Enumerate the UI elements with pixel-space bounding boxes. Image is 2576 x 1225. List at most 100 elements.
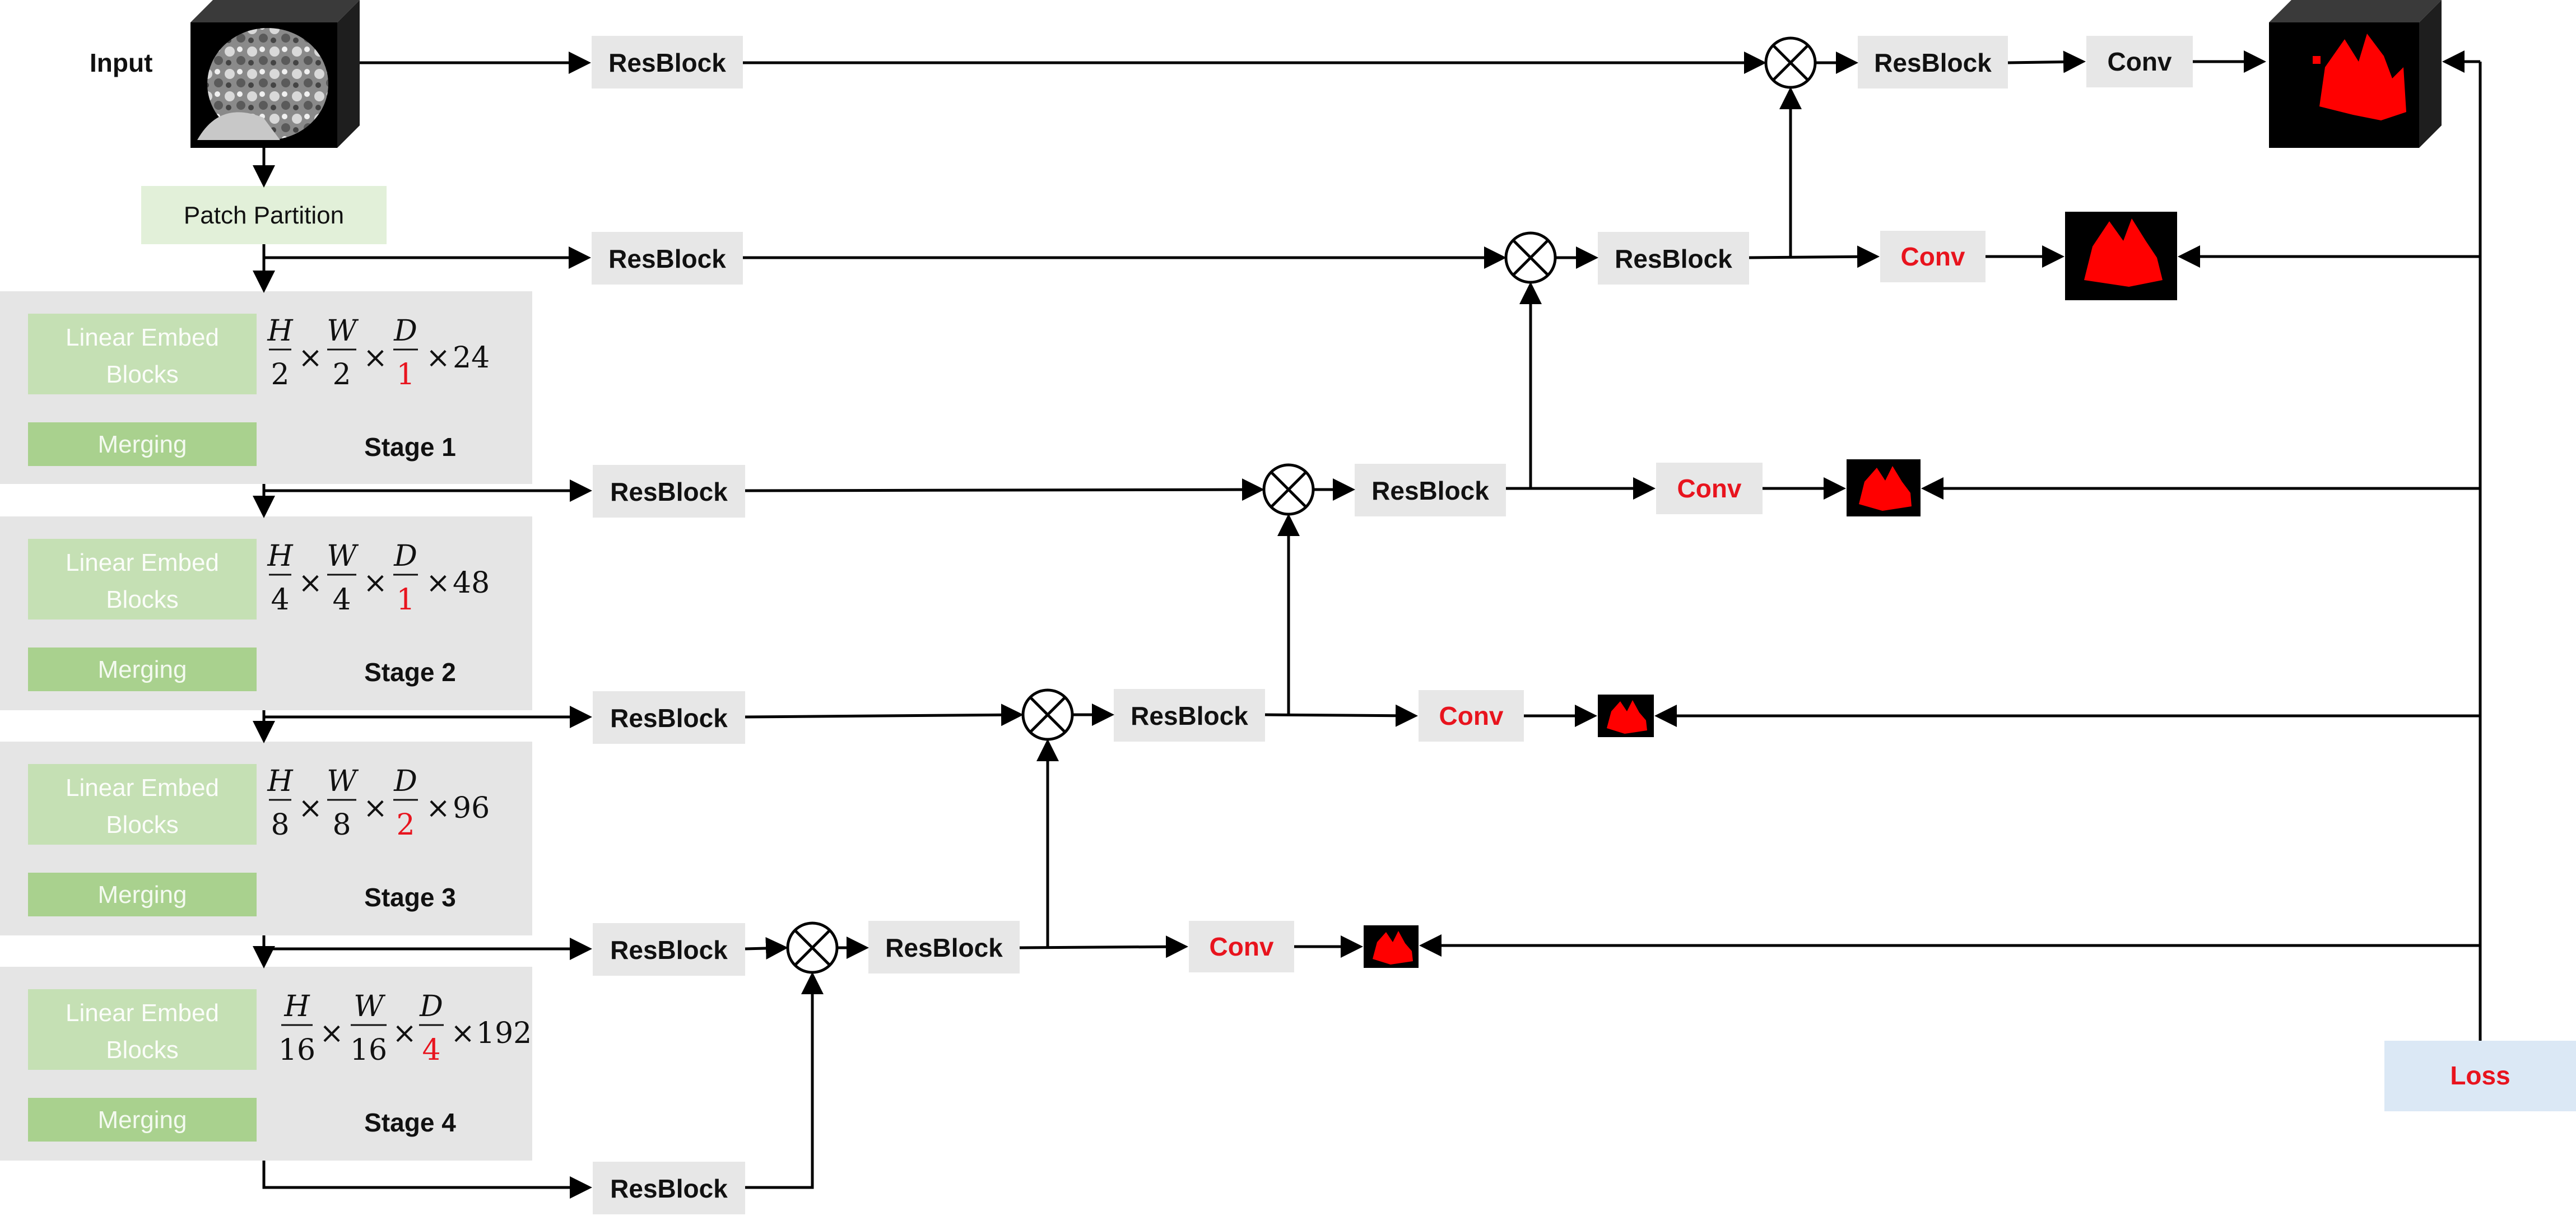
embed-label-line1: Linear Embed: [66, 324, 219, 351]
svg-text:96: 96: [453, 791, 490, 825]
embed-label-line1: Linear Embed: [66, 549, 219, 576]
stage-name: Stage 2: [364, 658, 456, 687]
svg-text:ResBlock: ResBlock: [610, 477, 728, 506]
svg-text:Conv: Conv: [1677, 474, 1742, 503]
multiply-node-3: [1021, 688, 1074, 741]
merging-block: [28, 1098, 257, 1142]
merging-label: Merging: [98, 656, 187, 683]
svg-text:×: ×: [450, 1017, 475, 1050]
loss-label: Loss: [2450, 1061, 2510, 1090]
svg-text:ResBlock: ResBlock: [1874, 48, 1992, 77]
stage-4: Linear Embed Blocks Merging Stage 4 H 16…: [0, 967, 532, 1161]
svg-text:W: W: [327, 765, 359, 798]
conv-deep-supervision-4: Conv: [1189, 921, 1294, 972]
output-mask-2: [1847, 459, 1921, 516]
output-volume: [2269, 0, 2442, 148]
svg-text:H: H: [267, 314, 294, 348]
output-mask-4: [1364, 925, 1419, 968]
svg-text:1: 1: [396, 358, 415, 392]
arrow-skip3-to-mult3: [745, 704, 1024, 726]
svg-text:ResBlock: ResBlock: [608, 48, 726, 77]
resblock-decoder-4: ResBlock: [868, 921, 1020, 974]
svg-text:D: D: [393, 765, 417, 798]
resblock-decoder-2: ResBlock: [1355, 464, 1506, 516]
svg-text:ResBlock: ResBlock: [1131, 701, 1248, 730]
arrow-dec1-to-conv: [1749, 245, 1880, 268]
embed-label-line1: Linear Embed: [66, 774, 219, 802]
svg-text:Conv: Conv: [1901, 242, 1965, 271]
svg-text:×: ×: [298, 566, 323, 600]
resblock-skip-3: ResBlock: [593, 691, 745, 744]
embed-label-line2: Blocks: [106, 811, 179, 839]
svg-text:×: ×: [426, 566, 450, 600]
stage-name: Stage 3: [364, 883, 456, 912]
svg-text:×: ×: [319, 1017, 344, 1050]
multiply-node-4: [786, 921, 839, 974]
svg-text:8: 8: [332, 808, 351, 842]
stage-1: Linear Embed Blocks Merging Stage 1 H 2 …: [0, 291, 532, 484]
conv-deep-supervision-1: Conv: [1880, 231, 1986, 282]
svg-text:Conv: Conv: [1439, 701, 1504, 730]
svg-text:192: 192: [476, 1017, 532, 1050]
svg-text:ResBlock: ResBlock: [608, 244, 726, 273]
arrow-stage4-to-resblock5: [262, 1161, 592, 1199]
svg-text:1: 1: [396, 583, 415, 617]
embed-block: [28, 989, 257, 1070]
embed-label-line2: Blocks: [106, 361, 179, 388]
svg-text:×: ×: [363, 791, 388, 825]
stage-2: Linear Embed Blocks Merging Stage 2 H 4 …: [0, 516, 532, 710]
patch-partition-label: Patch Partition: [184, 202, 344, 229]
resblock-decoder-3: ResBlock: [1114, 689, 1265, 742]
stage-name: Stage 1: [364, 432, 456, 462]
dimension-formula: H 4 × W 4 × D 1 × 48: [267, 539, 490, 617]
loss-box: [2384, 1041, 2576, 1111]
resblock-skip-0: ResBlock: [592, 36, 743, 89]
svg-text:2: 2: [271, 358, 289, 392]
svg-text:W: W: [327, 539, 359, 573]
svg-text:48: 48: [453, 566, 490, 600]
svg-text:ResBlock: ResBlock: [1615, 244, 1732, 273]
embed-label-line2: Blocks: [106, 1036, 179, 1064]
resblock-decoder-1: ResBlock: [1598, 232, 1749, 285]
arrow-skip5-to-mult4: [745, 972, 824, 1189]
svg-text:W: W: [354, 990, 385, 1023]
svg-text:ResBlock: ResBlock: [610, 704, 728, 733]
svg-text:ResBlock: ResBlock: [885, 933, 1003, 962]
svg-text:2: 2: [396, 808, 415, 842]
output-mask-1: [2065, 212, 2177, 300]
merging-block: [28, 422, 257, 466]
arrow-dec4-to-conv: [1019, 935, 1188, 958]
svg-text:×: ×: [298, 791, 323, 825]
input-label: Input: [90, 48, 152, 77]
svg-text:Conv: Conv: [1210, 932, 1274, 961]
conv-deep-supervision-3: Conv: [1419, 690, 1524, 742]
arrow-dec0-to-conv: [2007, 50, 2086, 73]
resblock-skip-4: ResBlock: [593, 923, 745, 976]
merging-label: Merging: [98, 881, 187, 909]
merging-label: Merging: [98, 1106, 187, 1134]
stage-name: Stage 4: [364, 1108, 456, 1137]
embed-block: [28, 314, 257, 394]
svg-text:D: D: [393, 539, 417, 573]
multiply-node-0: [1764, 36, 1817, 89]
svg-text:×: ×: [363, 341, 388, 375]
svg-text:Conv: Conv: [2108, 47, 2172, 76]
embed-label-line2: Blocks: [106, 586, 179, 613]
svg-text:D: D: [393, 314, 417, 348]
merging-label: Merging: [98, 431, 187, 458]
svg-text:×: ×: [426, 341, 450, 375]
embed-block: [28, 764, 257, 845]
svg-text:ResBlock: ResBlock: [1371, 476, 1489, 505]
svg-text:24: 24: [453, 341, 490, 375]
stage-3: Linear Embed Blocks Merging Stage 3 H 8 …: [0, 742, 532, 935]
patch-partition-box: [141, 186, 387, 244]
svg-text:H: H: [267, 539, 294, 573]
svg-text:4: 4: [332, 583, 351, 617]
multiply-node-1: [1504, 231, 1557, 284]
svg-text:16: 16: [350, 1033, 387, 1067]
svg-text:H: H: [267, 765, 294, 798]
dimension-formula: H 8 × W 8 × D 2 × 96: [267, 765, 490, 842]
conv-deep-supervision-2: Conv: [1656, 463, 1763, 514]
dimension-formula: H 16 × W 16 × D 4 × 192: [278, 990, 532, 1067]
svg-text:W: W: [327, 314, 359, 348]
